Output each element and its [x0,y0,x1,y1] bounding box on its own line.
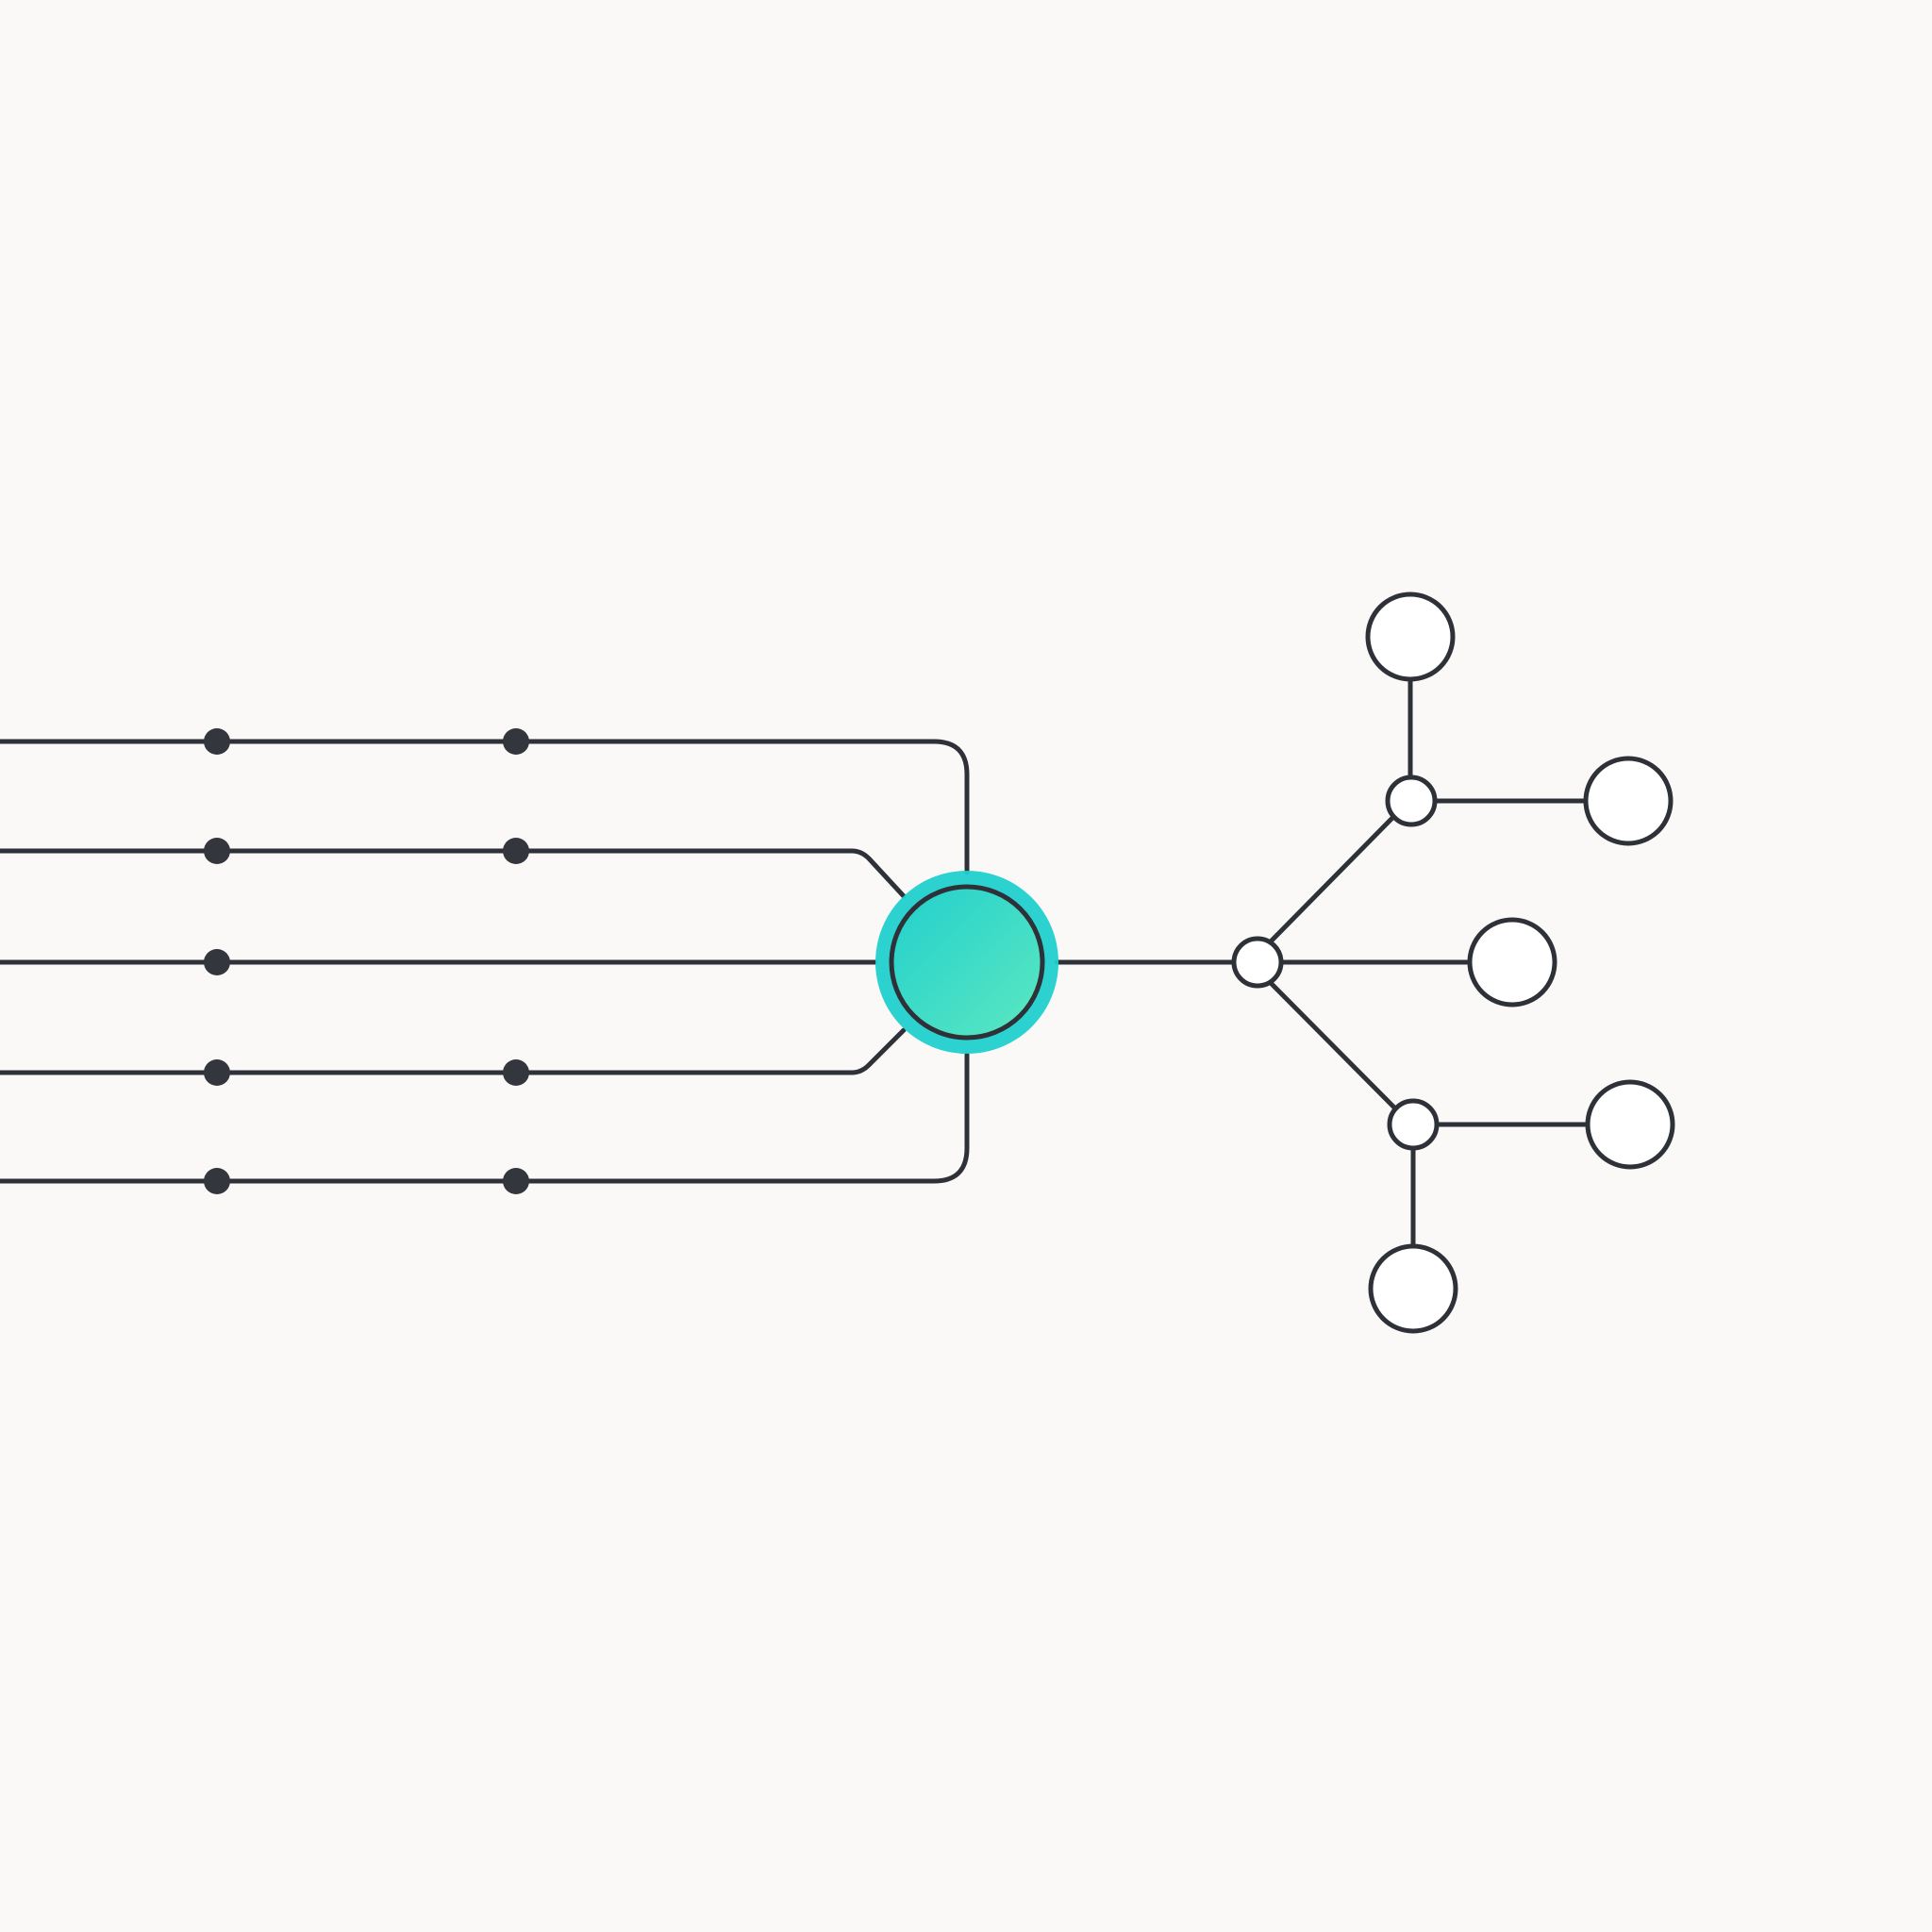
branch-nodes [1231,774,1440,1151]
input-dot [503,838,529,864]
hub-core [891,887,1042,1038]
leaf-nodes [1365,591,1675,1334]
input-lines [0,739,970,1184]
input-dot [204,838,230,864]
leaf-node-top [1365,591,1456,682]
leaf-node-bottom [1368,1243,1458,1334]
input-line-2 [0,848,907,899]
leaf-node-middle [1467,917,1557,1008]
branch-node-top [1385,774,1438,827]
input-dots [204,728,529,1194]
input-dot [503,1168,529,1194]
input-dot [503,728,529,755]
input-dot [204,949,230,975]
input-dot [503,1059,529,1086]
hub-inner-ring [889,884,1045,1041]
input-dot [204,728,230,755]
input-dot [204,1168,230,1194]
input-line-4 [0,1027,907,1075]
branch-node-bottom [1387,1098,1440,1151]
output-connectors [1054,678,1590,1248]
input-line-1 [0,739,970,875]
leaf-node-upper-right [1583,756,1674,846]
junction-to-branch-bottom-line [1269,981,1397,1110]
junction-to-branch-top-line [1269,814,1396,943]
input-line-5 [0,1052,970,1184]
junction-node [1231,936,1284,989]
central-hub [875,871,1058,1054]
leaf-node-lower-right [1585,1079,1675,1170]
input-dot [204,1059,230,1086]
